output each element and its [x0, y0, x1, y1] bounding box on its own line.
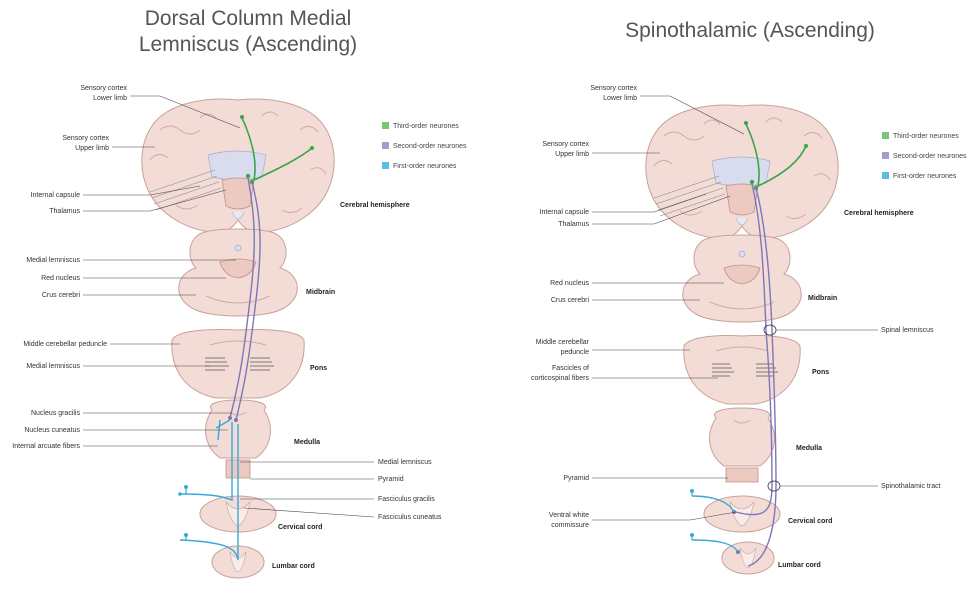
region-pons: Pons	[310, 365, 327, 372]
legend-swatch-second	[382, 142, 389, 149]
label-fasciculus-cuneatus: Fasciculus cuneatus	[378, 514, 442, 521]
region-midbrain: Midbrain	[306, 289, 335, 296]
label-r-internal-capsule: Internal capsule	[540, 209, 590, 216]
right-midbrain	[682, 234, 802, 323]
label-r-red-nucleus: Red nucleus	[550, 280, 589, 287]
label-crus-cerebri: Crus cerebri	[42, 292, 81, 299]
right-pons	[683, 335, 801, 405]
left-cerebrum	[141, 98, 335, 233]
label-internal-capsule: Internal capsule	[31, 192, 81, 199]
left-leaders	[83, 95, 375, 518]
label-r-ventral-white-l1: Ventral white	[549, 512, 589, 519]
region-r-lumbar-cord: Lumbar cord	[778, 562, 821, 569]
label-middle-cerebellar-peduncle: Middle cerebellar peduncle	[23, 341, 107, 348]
region-r-medulla: Medulla	[796, 445, 822, 452]
legend-r-swatch-third	[882, 132, 889, 139]
legend-r-swatch-first	[882, 172, 889, 179]
region-r-midbrain: Midbrain	[808, 295, 837, 302]
legend-third-order: Third-order neurones	[393, 123, 459, 130]
legend-r-second-order: Second-order neurones	[893, 153, 967, 160]
region-r-cerebral-hemisphere: Cerebral hemisphere	[844, 210, 914, 217]
region-medulla: Medulla	[294, 439, 320, 446]
label-r-fascicles-l1: Fascicles of	[552, 365, 589, 372]
legend-r-first-order: First-order neurones	[893, 173, 957, 180]
right-lumbar-cord	[721, 541, 775, 575]
right-panel: Sensory cortex Lower limb Sensory cortex…	[531, 85, 967, 575]
left-labels: Sensory cortex Lower limb Sensory cortex…	[12, 85, 442, 570]
right-tracts	[690, 121, 808, 567]
label-sensory-upper-l2: Upper limb	[75, 145, 109, 152]
label-r-sensory-upper-l1: Sensory cortex	[542, 141, 589, 148]
label-fasciculus-gracilis: Fasciculus gracilis	[378, 496, 435, 503]
label-red-nucleus: Red nucleus	[41, 275, 80, 282]
legend-swatch-first	[382, 162, 389, 169]
label-r-sensory-lower-l2: Lower limb	[603, 95, 637, 102]
left-lumbar-cord	[211, 545, 265, 579]
label-medial-lemniscus-midbrain: Medial lemniscus	[26, 257, 80, 264]
label-r-ventral-white-l2: commissure	[551, 522, 589, 529]
region-r-cervical-cord: Cervical cord	[788, 518, 832, 525]
label-internal-arcuate: Internal arcuate fibers	[12, 443, 80, 450]
label-sensory-lower-l2: Lower limb	[93, 95, 127, 102]
left-midbrain	[178, 228, 298, 317]
label-r-crus-cerebri: Crus cerebri	[551, 297, 590, 304]
label-thalamus: Thalamus	[49, 208, 80, 215]
right-cerebrum	[645, 104, 839, 239]
label-pyramid: Pyramid	[378, 476, 404, 483]
label-r-thalamus: Thalamus	[558, 221, 589, 228]
label-medial-lemniscus-right: Medial lemniscus	[378, 459, 432, 466]
label-sensory-lower-l1: Sensory cortex	[80, 85, 127, 92]
right-medulla	[709, 407, 775, 483]
label-r-fascicles-l2: corticospinal fibers	[531, 375, 589, 382]
label-r-mcp-l2: peduncle	[561, 349, 590, 356]
region-cervical-cord: Cervical cord	[278, 524, 322, 531]
title-spinothalamic: Spinothalamic (Ascending)	[625, 19, 875, 42]
right-leaders	[592, 95, 878, 521]
label-nucleus-gracilis: Nucleus gracilis	[31, 410, 81, 417]
label-nucleus-cuneatus: Nucleus cuneatus	[24, 427, 80, 434]
region-lumbar-cord: Lumbar cord	[272, 563, 315, 570]
left-legend: Third-order neurones Second-order neuron…	[382, 122, 467, 170]
label-r-spinothalamic-tract: Spinothalamic tract	[881, 483, 941, 490]
label-r-sensory-upper-l2: Upper limb	[555, 151, 589, 158]
legend-first-order: First-order neurones	[393, 163, 457, 170]
region-cerebral-hemisphere: Cerebral hemisphere	[340, 202, 410, 209]
right-labels: Sensory cortex Lower limb Sensory cortex…	[531, 85, 941, 569]
legend-r-third-order: Third-order neurones	[893, 133, 959, 140]
label-r-mcp-l1: Middle cerebellar	[536, 339, 590, 346]
legend-r-swatch-second	[882, 152, 889, 159]
left-tracts	[178, 115, 314, 561]
label-r-pyramid: Pyramid	[563, 475, 589, 482]
left-panel: Sensory cortex Lower limb Sensory cortex…	[12, 85, 467, 579]
label-medial-lemniscus-pons: Medial lemniscus	[26, 363, 80, 370]
legend-second-order: Second-order neurones	[393, 143, 467, 150]
label-r-sensory-lower-l1: Sensory cortex	[590, 85, 637, 92]
label-sensory-upper-l1: Sensory cortex	[62, 135, 109, 142]
label-r-spinal-lemniscus: Spinal lemniscus	[881, 327, 934, 334]
region-r-pons: Pons	[812, 369, 829, 376]
legend-swatch-third	[382, 122, 389, 129]
left-pons	[171, 329, 305, 399]
right-legend: Third-order neurones Second-order neuron…	[882, 132, 967, 180]
title-dcml: Dorsal Column Medial Lemniscus (Ascendin…	[138, 7, 358, 56]
